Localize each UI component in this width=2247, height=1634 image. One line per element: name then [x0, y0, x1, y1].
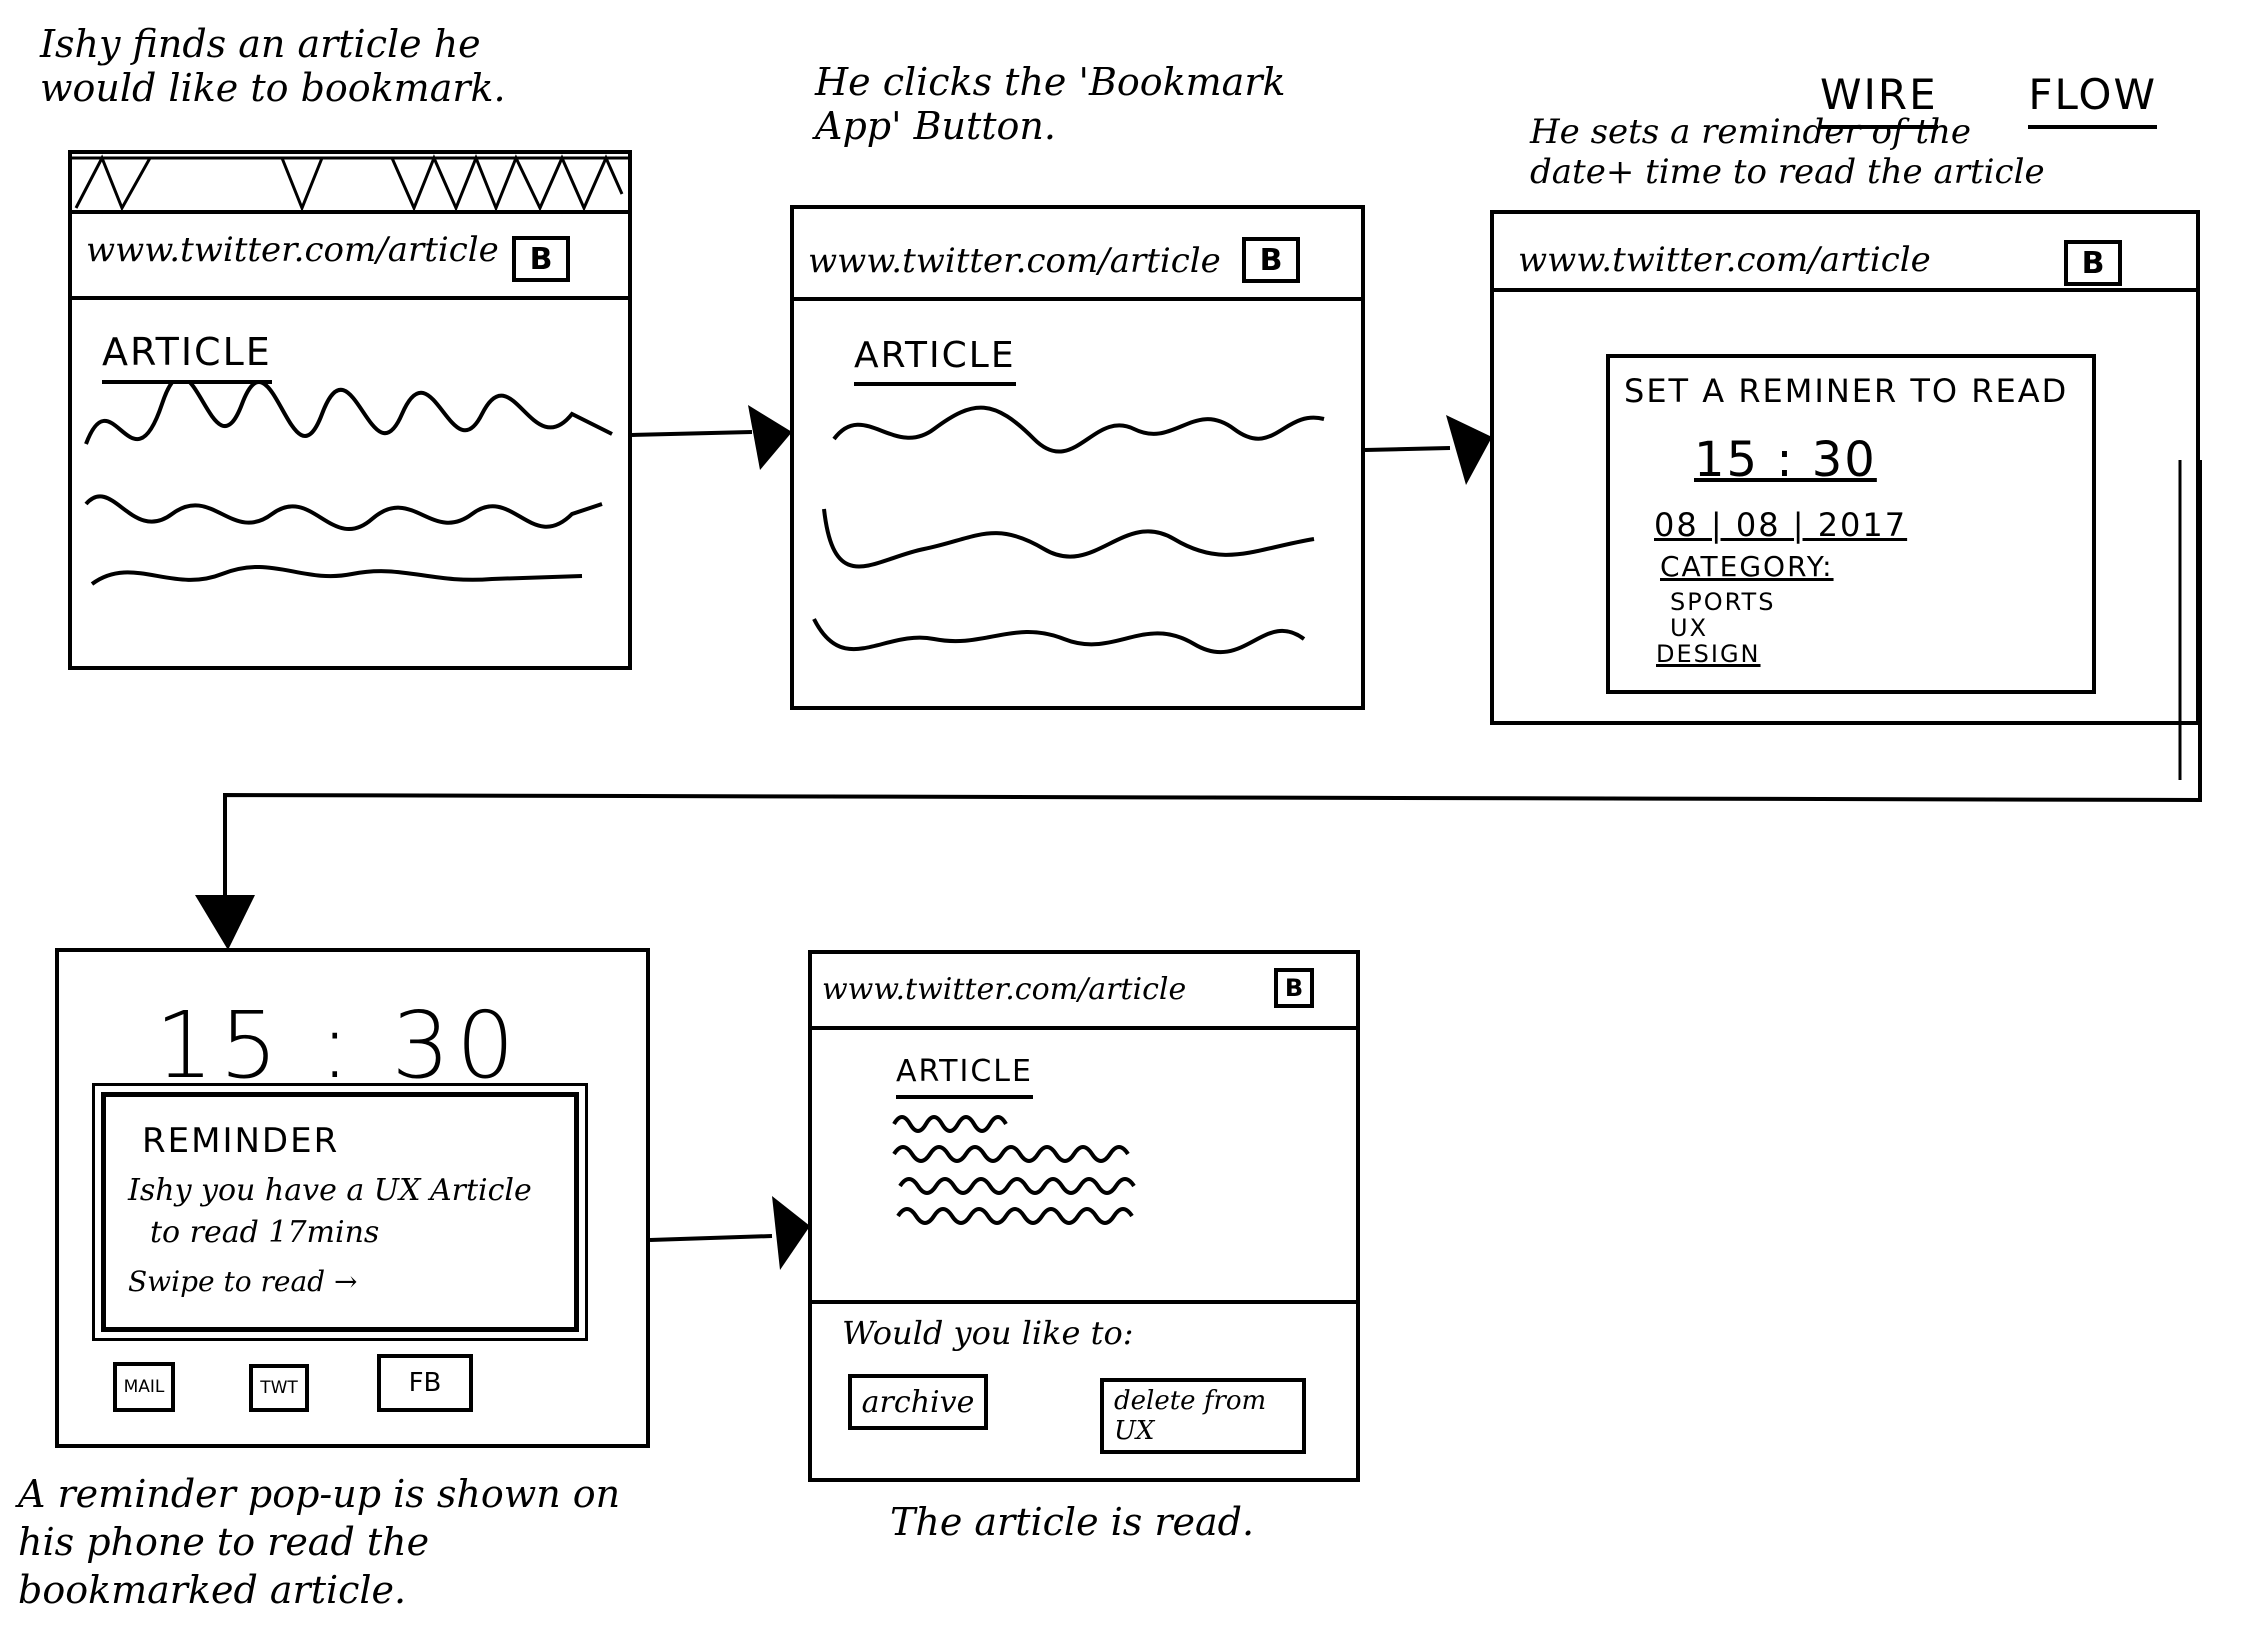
mail-app-icon[interactable]: MAIL — [113, 1362, 175, 1412]
screen-3-browser: www.twitter.com/article B SET A REMINER … — [1490, 210, 2200, 725]
action-prompt: Would you like to: — [842, 1314, 1134, 1352]
archive-button[interactable]: archive — [848, 1374, 988, 1430]
connector-2-3 — [1364, 446, 1451, 452]
address-bar-divider — [812, 1026, 1356, 1030]
bookmark-app-button[interactable]: B — [1274, 968, 1314, 1008]
action-area-divider — [812, 1300, 1356, 1304]
arrowhead-4-5 — [772, 1196, 810, 1270]
address-bar-url[interactable]: www.twitter.com/article — [1518, 240, 1931, 280]
flow-label: FLOW — [2028, 70, 2158, 129]
address-bar-url[interactable]: www.twitter.com/article — [808, 241, 1221, 281]
notification-body-line-2: to read 17mins — [150, 1215, 380, 1250]
wire-label: WIRE — [1820, 70, 1938, 129]
browser-tabs-icon — [72, 153, 628, 213]
notification-body-line-1: Ishy you have a UX Article — [128, 1173, 532, 1208]
reminder-dialog: SET A REMINER TO READ 15 : 30 08 | 08 | … — [1606, 354, 2096, 694]
address-bar-url[interactable]: www.twitter.com/article — [822, 972, 1187, 1007]
facebook-app-icon[interactable]: FB — [377, 1354, 473, 1412]
bookmark-app-button[interactable]: B — [2064, 240, 2122, 286]
category-label: CATEGORY: — [1660, 550, 1834, 583]
screen-1-browser: www.twitter.com/article B ARTICLE — [68, 150, 632, 670]
caption-step-3: He sets a reminder of the date+ time to … — [1530, 112, 2045, 192]
notification-title: REMINDER — [142, 1121, 340, 1161]
arrowhead-1-2 — [748, 405, 792, 470]
swipe-to-read-hint[interactable]: Swipe to read → — [128, 1265, 358, 1298]
date-input[interactable]: 08 | 08 | 2017 — [1654, 506, 1908, 544]
screen-5-browser: www.twitter.com/article B ARTICLE Would … — [808, 950, 1360, 1482]
caption-step-5: The article is read. — [890, 1500, 1255, 1544]
caption-step-1: Ishy finds an article he would like to b… — [40, 22, 506, 110]
delete-from-ux-button[interactable]: delete from UX — [1100, 1378, 1306, 1454]
arrowhead-2-3 — [1446, 415, 1492, 485]
twitter-app-icon[interactable]: TWT — [249, 1364, 309, 1412]
address-bar-divider — [1494, 288, 2196, 292]
article-text-scribble — [892, 1115, 1136, 1225]
connector-4-5 — [649, 1234, 773, 1242]
address-bar-divider — [794, 297, 1361, 301]
bookmark-app-button[interactable]: B — [512, 236, 570, 282]
article-title: ARTICLE — [102, 330, 272, 384]
address-bar-divider — [72, 296, 628, 300]
connector-1-2 — [631, 430, 753, 437]
dialog-title: SET A REMINER TO READ — [1624, 372, 2069, 410]
address-bar-url[interactable]: www.twitter.com/article — [86, 230, 499, 270]
arrowhead-3-4 — [195, 895, 255, 950]
article-text-scribble — [812, 405, 1325, 655]
tab-strip — [72, 153, 628, 214]
article-title: ARTICLE — [896, 1054, 1033, 1099]
bookmark-app-button[interactable]: B — [1242, 237, 1300, 283]
caption-step-4: A reminder pop-up is shown on his phone … — [18, 1472, 621, 1612]
screen-2-browser: www.twitter.com/article B ARTICLE — [790, 205, 1365, 710]
wire-flow-heading: WIRE FLOW — [1820, 70, 2158, 129]
article-text-scribble — [84, 384, 613, 586]
category-option-sports[interactable]: SPORTS — [1670, 588, 1776, 616]
caption-step-2: He clicks the 'Bookmark App' Button. — [815, 60, 1286, 148]
article-title: ARTICLE — [854, 335, 1016, 386]
category-option-ux[interactable]: UX — [1670, 614, 1709, 642]
lock-screen-clock: 15 : 30 — [155, 992, 521, 1099]
reminder-notification[interactable]: REMINDER Ishy you have a UX Article to r… — [101, 1092, 579, 1332]
category-option-design[interactable]: DESIGN — [1656, 640, 1761, 668]
time-input[interactable]: 15 : 30 — [1694, 432, 1877, 488]
screen-4-phone: 15 : 30 REMINDER Ishy you have a UX Arti… — [55, 948, 650, 1448]
